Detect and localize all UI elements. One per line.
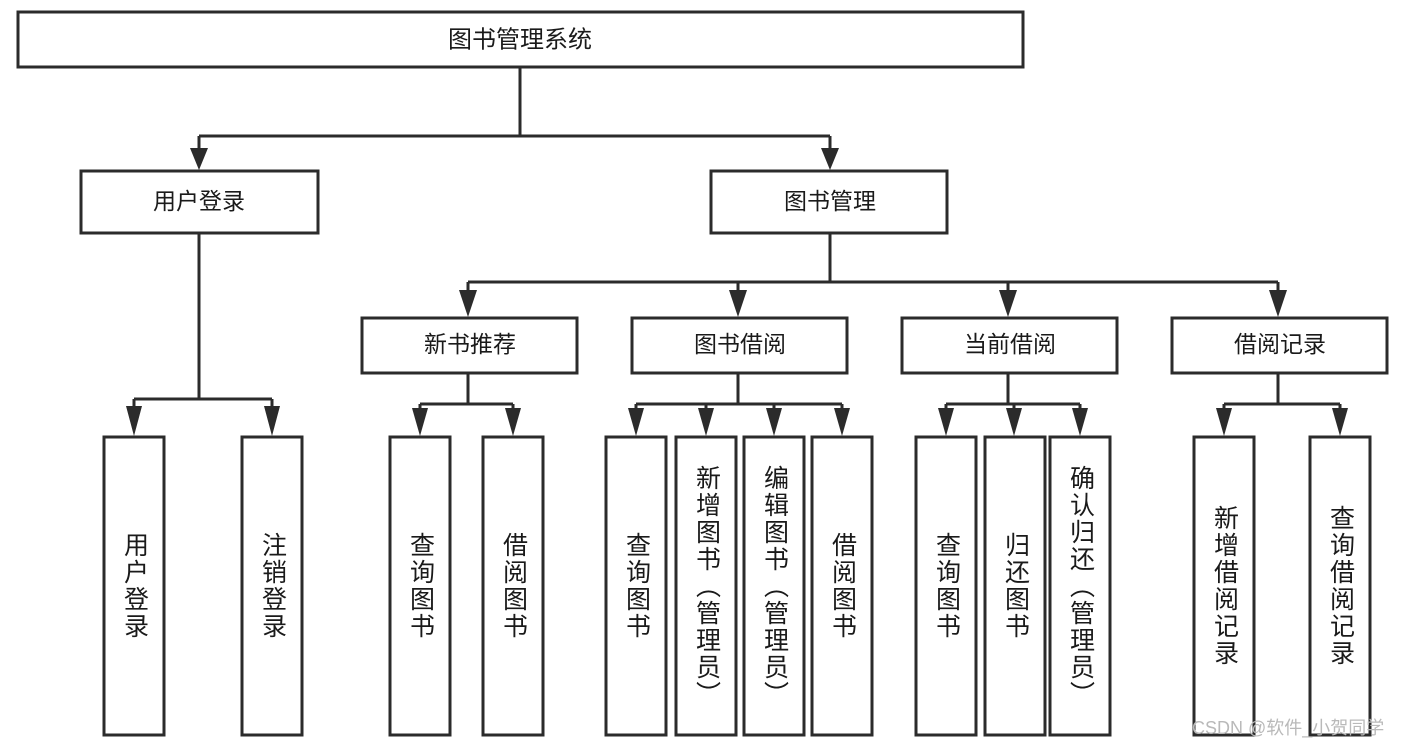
leaf-box-return-book[interactable] — [983, 435, 1047, 737]
arrow-head-leaf-borrow-book-b — [834, 408, 850, 436]
node-user-login-label: 用户登录 — [153, 188, 245, 214]
arrow-head-leaf-user-login — [126, 406, 142, 436]
node-book-borrow[interactable]: 图书借阅 — [630, 316, 849, 375]
node-user-login[interactable]: 用户登录 — [79, 169, 320, 235]
arrow-head-leaf-add-record — [1216, 408, 1232, 436]
arrow-head-new-book-rec — [459, 290, 477, 317]
node-book-management-label: 图书管理 — [784, 188, 876, 214]
leaf-box-add-record[interactable] — [1192, 435, 1256, 737]
node-user-login-box[interactable] — [79, 169, 320, 235]
leaf-box-edit-book[interactable] — [742, 435, 806, 737]
node-new-book-recommend[interactable]: 新书推荐 — [360, 316, 579, 375]
leaf-box-query-book-a[interactable] — [388, 435, 452, 737]
arrow-head-leaf-query-record — [1332, 408, 1348, 436]
leaf-box-group — [102, 435, 1372, 737]
edge-group-new-book-rec-to-leaves — [412, 373, 521, 436]
edge-group-root-to-level2 — [190, 67, 839, 170]
arrow-head-leaf-edit-book — [766, 408, 782, 436]
arrow-head-book-borrow — [729, 290, 747, 317]
arrow-head-leaf-query-book-c — [938, 408, 954, 436]
arrow-head-borrow-records — [1269, 290, 1287, 317]
node-book-management-box[interactable] — [709, 169, 949, 235]
leaf-box-add-book[interactable] — [674, 435, 738, 737]
node-borrow-records[interactable]: 借阅记录 — [1170, 316, 1389, 375]
arrow-head-leaf-query-book-b — [628, 408, 644, 436]
edge-group-book-borrow-to-leaves — [628, 373, 850, 436]
arrow-head-leaf-add-book — [698, 408, 714, 436]
edge-group-current-borrow-to-leaves — [938, 373, 1088, 436]
node-current-borrow-box[interactable] — [900, 316, 1119, 375]
arrow-head-book-management — [821, 148, 839, 170]
edge-group-user-login-to-leaves — [126, 233, 280, 436]
arrow-head-current-borrow — [999, 290, 1017, 317]
leaf-box-query-book-c[interactable] — [914, 435, 978, 737]
node-new-book-recommend-label: 新书推荐 — [424, 331, 516, 357]
node-new-book-recommend-box[interactable] — [360, 316, 579, 375]
leaf-box-borrow-book-b[interactable] — [810, 435, 874, 737]
edge-group-book-management-to-level3 — [459, 233, 1287, 317]
node-borrow-records-box[interactable] — [1170, 316, 1389, 375]
arrow-head-leaf-query-book-a — [412, 408, 428, 436]
leaf-box-confirm-return[interactable] — [1048, 435, 1112, 737]
leaf-box-borrow-book-a[interactable] — [481, 435, 545, 737]
leaf-box-logout[interactable] — [240, 435, 304, 737]
node-root-label: 图书管理系统 — [448, 26, 592, 53]
node-root-box[interactable] — [16, 10, 1025, 69]
node-current-borrow[interactable]: 当前借阅 — [900, 316, 1119, 375]
node-book-borrow-box[interactable] — [630, 316, 849, 375]
watermark-text: CSDN @软件_小贺同学 — [1192, 718, 1385, 738]
arrow-head-leaf-return-book — [1006, 408, 1022, 436]
arrow-head-user-login — [190, 148, 208, 170]
arrow-head-leaf-confirm-return — [1072, 408, 1088, 436]
node-current-borrow-label: 当前借阅 — [964, 331, 1056, 357]
node-borrow-records-label: 借阅记录 — [1234, 331, 1326, 357]
edge-group-borrow-records-to-leaves — [1216, 373, 1348, 436]
leaf-box-query-record[interactable] — [1308, 435, 1372, 737]
leaf-box-query-book-b[interactable] — [604, 435, 668, 737]
node-book-borrow-label: 图书借阅 — [694, 331, 786, 357]
node-book-management[interactable]: 图书管理 — [709, 169, 949, 235]
leaf-box-user-login[interactable] — [102, 435, 166, 737]
node-root[interactable]: 图书管理系统 — [16, 10, 1025, 69]
arrow-head-leaf-logout — [264, 406, 280, 436]
arrow-head-leaf-borrow-book-a — [505, 408, 521, 436]
